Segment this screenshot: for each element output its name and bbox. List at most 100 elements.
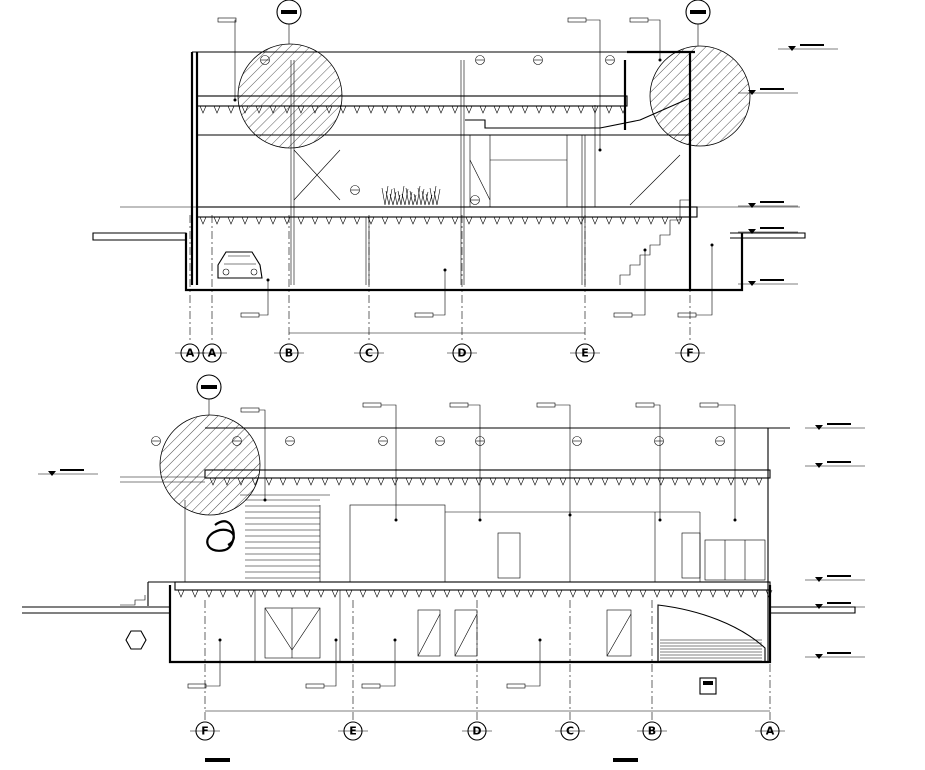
stair-upper	[629, 154, 681, 206]
coffer	[345, 589, 353, 598]
coffer	[241, 216, 249, 225]
door-swing	[469, 159, 491, 201]
coffer	[727, 477, 735, 486]
title-bar-right	[613, 758, 638, 762]
coffer	[227, 216, 235, 225]
leader-dot	[443, 268, 447, 272]
leader-dot	[218, 638, 222, 642]
coffer	[699, 477, 707, 486]
entry-step	[147, 581, 175, 606]
sculpture-sketch	[206, 520, 235, 552]
fixture-icon	[533, 55, 543, 65]
grid-label: C	[365, 347, 373, 360]
coffer	[549, 105, 557, 114]
annotation-tag	[567, 17, 587, 23]
elevation-marker-icon-2	[38, 423, 865, 659]
elevation-tag	[800, 44, 824, 46]
grid-label: F	[201, 725, 209, 738]
planting	[381, 185, 441, 206]
coffer	[261, 589, 269, 598]
coffer	[507, 216, 515, 225]
fixture-icon	[654, 436, 664, 446]
coffer	[353, 105, 361, 114]
leader-line	[259, 280, 269, 316]
elevation-tag	[760, 88, 784, 90]
coffer	[489, 477, 497, 486]
coffer	[409, 216, 417, 225]
annotation-tag	[361, 683, 381, 689]
slab-coffers	[199, 105, 683, 225]
coffer	[471, 589, 479, 598]
coffer	[647, 216, 655, 225]
leader-dot	[658, 58, 662, 62]
coffer	[353, 216, 361, 225]
plant-stroke	[429, 185, 437, 206]
detail-callout-icon	[237, 43, 751, 149]
plant-stroke	[389, 191, 397, 206]
coffer	[297, 216, 305, 225]
coffer	[563, 105, 571, 114]
coffer	[213, 105, 221, 114]
elevation-tag	[760, 279, 784, 281]
coffer	[695, 589, 703, 598]
grid-label: A	[186, 347, 195, 360]
fixture-icon	[151, 436, 161, 446]
coffer	[339, 216, 347, 225]
coffer	[625, 589, 633, 598]
glazing-cross	[293, 149, 341, 201]
coffer	[723, 589, 731, 598]
coffer	[681, 589, 689, 598]
grid-label: F	[686, 347, 694, 360]
annotation-tag	[699, 402, 719, 408]
annotation-tag	[414, 312, 434, 318]
grid-label: A	[766, 725, 775, 738]
coffer	[415, 589, 423, 598]
lower-doors	[254, 590, 632, 662]
leader-line	[206, 640, 221, 687]
coffer	[507, 105, 515, 114]
coffer	[755, 477, 763, 486]
coffer	[583, 589, 591, 598]
grid-label: A	[208, 347, 217, 360]
coffer	[517, 477, 525, 486]
coffer	[587, 477, 595, 486]
coffer	[499, 589, 507, 598]
leader-dot	[658, 518, 662, 522]
elevation-marker-icon	[815, 425, 823, 430]
plant-stroke	[385, 188, 393, 206]
plant-stroke	[433, 188, 441, 206]
annotation-tags	[217, 17, 714, 318]
ramp-treads	[660, 639, 762, 662]
leader-dot	[538, 638, 542, 642]
coffer	[405, 477, 413, 486]
coffer	[591, 216, 599, 225]
annotation-tag	[449, 402, 469, 408]
ground-slab-left	[92, 232, 187, 241]
coffer	[465, 105, 473, 114]
coffer	[289, 589, 297, 598]
elevation-tag	[760, 227, 784, 229]
leader-dot	[334, 638, 338, 642]
coffer	[293, 477, 301, 486]
elevation-tag	[60, 469, 84, 471]
coffer	[493, 105, 501, 114]
grid-label: E	[581, 347, 589, 360]
coffer	[675, 216, 683, 225]
elevation-marker-icon	[738, 44, 838, 286]
fixture-icon	[350, 185, 360, 195]
coffer	[555, 589, 563, 598]
coffer	[601, 477, 609, 486]
grid-label: B	[648, 725, 656, 738]
coffer	[177, 589, 185, 598]
elevation-marker-icon	[815, 604, 823, 609]
elevation-marker-icon	[788, 46, 796, 51]
elevation-marker-icon	[815, 577, 823, 582]
upper-slab	[196, 95, 628, 107]
coffer	[563, 216, 571, 225]
basement-outline-2	[168, 585, 772, 664]
fixture-icon	[572, 436, 582, 446]
coffer	[317, 589, 325, 598]
coffer	[671, 477, 679, 486]
